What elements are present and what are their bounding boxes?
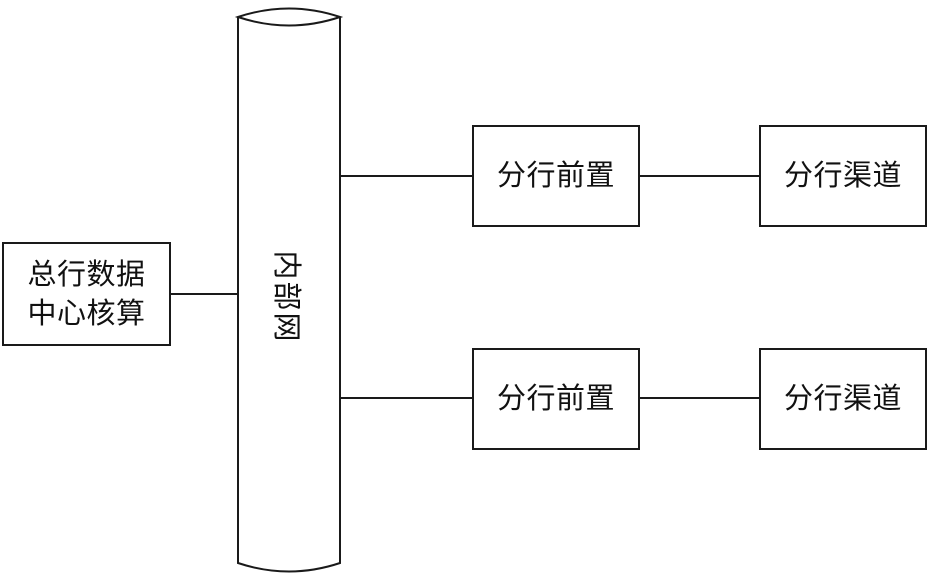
internal-network-label: 内部网	[270, 250, 304, 344]
cylinder-top-cap	[234, 7, 344, 27]
branch-front-end-label-2: 分行前置	[496, 381, 615, 416]
hq-core-box: 总行数据 中心核算	[2, 242, 171, 346]
branch-front-end-box-1: 分行前置	[472, 125, 640, 227]
branch-channel-box-2: 分行渠道	[759, 348, 927, 450]
branch-channel-label-2: 分行渠道	[783, 381, 902, 416]
hq-core-label: 总行数据 中心核算	[27, 256, 146, 330]
branch-front-end-label-1: 分行前置	[496, 158, 615, 193]
cylinder-body	[237, 17, 341, 573]
branch-front-end-box-2: 分行前置	[472, 348, 640, 450]
internal-network-cylinder	[234, 7, 344, 573]
branch-channel-label-1: 分行渠道	[783, 158, 902, 193]
branch-channel-box-1: 分行渠道	[759, 125, 927, 227]
